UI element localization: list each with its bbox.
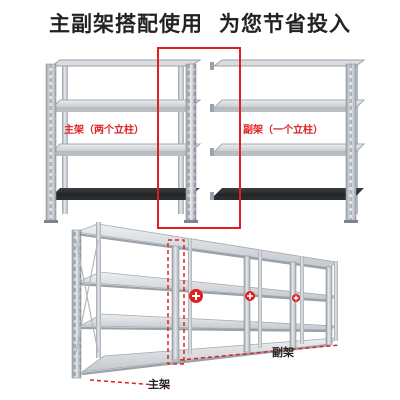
shared-post-highlight [167,239,185,365]
connector-plus-icon [292,294,300,302]
sub-rack-shelf [210,59,366,223]
connector-plus-icon [189,289,203,303]
bottom-main-label: 主架 [148,377,170,391]
highlight-frame [157,47,241,229]
main-rack-label: 主架（两个立柱） [64,123,144,136]
sub-rack-label: 副架（一个立柱） [243,123,323,136]
headline-part-1: 主副架搭配使用 [49,12,203,36]
main-span-line [89,379,171,387]
headline-part-2: 为您节省投入 [219,12,351,36]
combined-rack [71,222,338,379]
bottom-sub-label: 副架 [272,345,294,359]
connector-plus-icon [245,291,255,301]
headline: 主副架搭配使用为您节省投入 [0,8,400,38]
main-rack-shelf [44,59,202,223]
sub-span-line [179,344,341,361]
